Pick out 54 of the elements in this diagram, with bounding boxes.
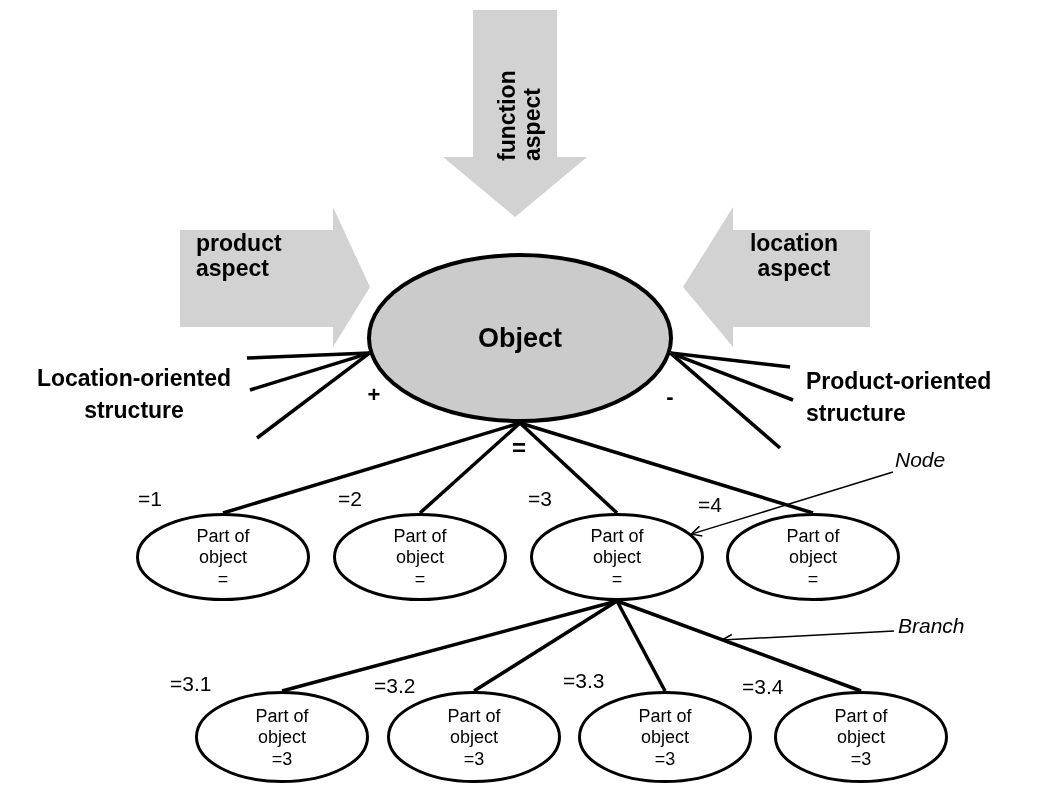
part-number: =3.3 xyxy=(563,670,605,691)
sign-label: - xyxy=(665,383,675,411)
node-label: Part of object xyxy=(637,705,693,749)
branch-line xyxy=(616,599,862,693)
node-label: Part of object xyxy=(589,525,645,569)
node-code: =3 xyxy=(653,748,677,771)
part-number: =3 xyxy=(528,488,552,509)
part-number: =2 xyxy=(338,488,362,509)
branch-line xyxy=(669,351,782,450)
node-code: =3 xyxy=(849,748,873,771)
callout-label: Branch xyxy=(898,613,966,639)
branch-line xyxy=(246,351,370,360)
leader-line xyxy=(721,630,895,646)
arrow-label: function aspect xyxy=(494,69,546,161)
part-number: =3.4 xyxy=(742,676,784,697)
block-arrow xyxy=(683,207,870,347)
ellipse-node xyxy=(387,691,561,783)
node-code: = xyxy=(216,568,230,591)
node-code: = xyxy=(806,568,820,591)
node-code: =3 xyxy=(462,748,486,771)
sign-label: + xyxy=(366,381,382,409)
node-label: Part of object xyxy=(785,525,841,569)
node-label: Part of object xyxy=(254,705,310,749)
ellipse-node xyxy=(367,253,673,423)
part-number: =1 xyxy=(138,488,162,509)
node-code: = xyxy=(413,568,427,591)
branch-line xyxy=(249,351,370,392)
ellipse-node xyxy=(333,513,507,601)
branch-line xyxy=(615,600,667,692)
leader-line xyxy=(690,471,894,537)
part-number: =3.2 xyxy=(374,675,416,696)
sign-label: = xyxy=(511,433,527,463)
part-number: =4 xyxy=(698,494,722,515)
callout-label: Node xyxy=(895,447,947,473)
arrow-label: product aspect xyxy=(196,231,283,282)
ellipse-node xyxy=(726,513,900,601)
part-number: =3.1 xyxy=(170,673,212,694)
ellipse-node xyxy=(195,691,369,783)
structure-label: Product-oriented structure xyxy=(806,367,993,429)
block-arrow xyxy=(180,207,370,347)
node-label: Part of object xyxy=(392,525,448,569)
branch-line xyxy=(519,421,814,515)
node-code: = xyxy=(610,568,624,591)
structure-label: Location-oriented structure xyxy=(35,364,233,426)
arrow-label: location aspect xyxy=(748,231,840,282)
ellipse-node xyxy=(136,513,310,601)
node-title: Object xyxy=(478,321,562,355)
branch-line xyxy=(670,351,791,369)
node-label: Part of object xyxy=(833,705,889,749)
node-code: =3 xyxy=(270,748,294,771)
ellipse-node xyxy=(530,513,704,601)
block-arrow xyxy=(443,10,587,217)
node-label: Part of object xyxy=(195,525,251,569)
node-label: Part of object xyxy=(446,705,502,749)
